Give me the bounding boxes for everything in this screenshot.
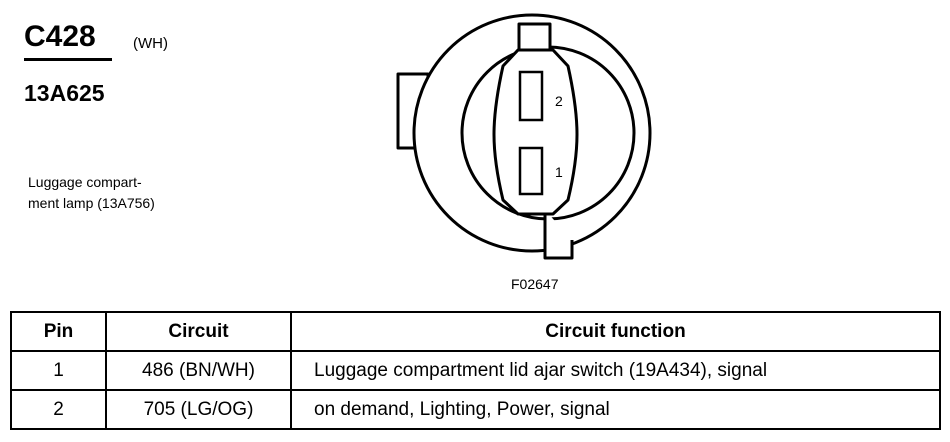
connector-bottom-key [543,210,574,260]
connector-terminal-body [492,48,579,216]
table-row: 1 486 (BN/WH) Luggage compartment lid aj… [10,350,941,391]
pin-1-label: 1 [555,164,563,180]
pin-cell: 2 [10,389,107,430]
circuit-function-cell: Luggage compartment lid ajar switch (19A… [290,350,941,391]
pin-2-label: 2 [555,93,563,109]
figure-code: F02647 [511,276,559,292]
header-circuit: Circuit [105,311,292,352]
connector-face-diagram: 2 1 [396,13,652,260]
table-header-row: Pin Circuit Circuit function [10,311,941,352]
connector-part-number: 13A625 [24,80,105,106]
connector-id-underline [24,58,112,61]
connector-top-key [517,22,552,54]
header-circuit-function: Circuit function [290,311,941,352]
connector-color-code: (WH) [133,35,168,52]
connector-description: Luggage compart- ment lamp (13A756) [28,174,155,211]
header-pin: Pin [10,311,107,352]
pin-2-cavity [518,70,544,122]
connector-id: C428 [24,20,96,53]
pin-1-cavity [518,146,544,196]
table-row: 2 705 (LG/OG) on demand, Lighting, Power… [10,389,941,430]
pin-table: Pin Circuit Circuit function 1 486 (BN/W… [10,311,941,430]
circuit-function-cell: on demand, Lighting, Power, signal [290,389,941,430]
pin-cell: 1 [10,350,107,391]
circuit-cell: 705 (LG/OG) [105,389,292,430]
circuit-cell: 486 (BN/WH) [105,350,292,391]
